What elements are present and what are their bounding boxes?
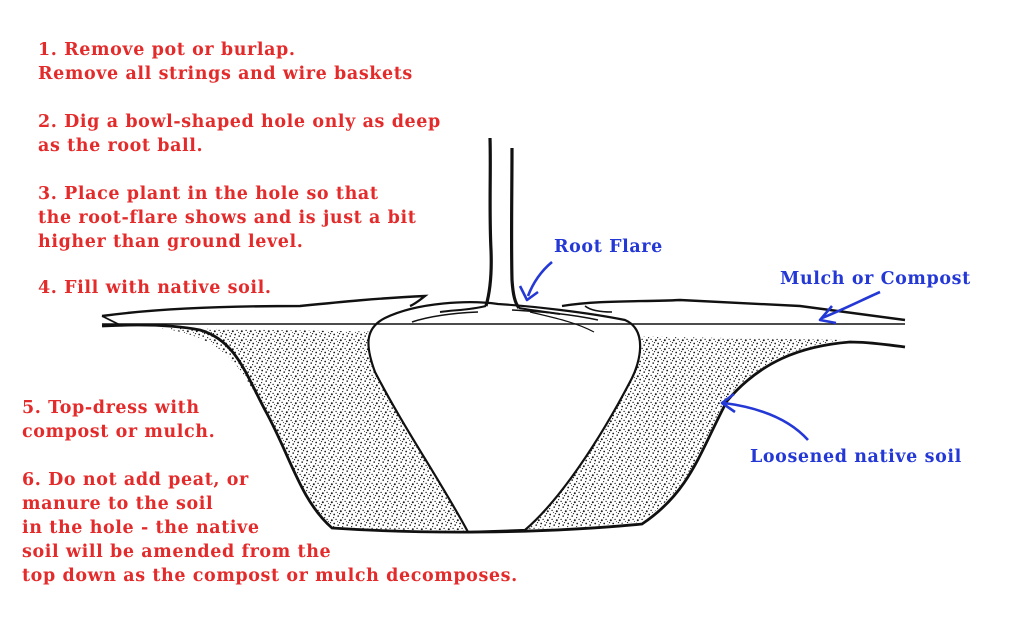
instruction-line: 3. Place plant in the hole so that (38, 184, 379, 204)
tree-trunk (439, 137, 561, 315)
instruction-line: in the hole - the native (22, 518, 260, 538)
mulch-label: Mulch or Compost (780, 269, 971, 289)
loosened-soil-label: Loosened native soil (750, 447, 962, 467)
arrow-icon (720, 392, 809, 441)
instruction-line: higher than ground level. (38, 232, 304, 252)
instruction-line: compost or mulch. (22, 422, 216, 442)
ground-and-mulch (101, 294, 906, 327)
instruction-line: Remove all strings and wire baskets (38, 64, 413, 84)
instruction-line: 1. Remove pot or burlap. (38, 40, 296, 60)
root-flare-label: Root Flare (554, 237, 663, 257)
instruction-step-4: 4. Fill with native soil. (38, 276, 272, 300)
instruction-line: 6. Do not add peat, or (22, 470, 249, 490)
arrow-icon (818, 290, 881, 325)
instruction-step-2: 2. Dig a bowl-shaped hole only as deep as… (38, 110, 441, 158)
instruction-line: manure to the soil (22, 494, 214, 514)
instruction-line: soil will be amended from the (22, 542, 332, 562)
instruction-step-6: 6. Do not add peat, or manure to the soil… (22, 468, 518, 588)
arrow-icon (518, 261, 553, 302)
instruction-line: the root-flare shows and is just a bit (38, 208, 417, 228)
instruction-line: top down as the compost or mulch decompo… (22, 566, 518, 586)
instruction-step-5: 5. Top-dress with compost or mulch. (22, 396, 215, 444)
instruction-step-1: 1. Remove pot or burlap. Remove all strin… (38, 38, 413, 86)
instruction-line: 5. Top-dress with (22, 398, 200, 418)
instruction-line: 2. Dig a bowl-shaped hole only as deep (38, 112, 441, 132)
hole-outline (101, 323, 906, 534)
instruction-step-3: 3. Place plant in the hole so that the ro… (38, 182, 416, 254)
instruction-line: as the root ball. (38, 136, 204, 156)
instruction-line: 4. Fill with native soil. (38, 278, 272, 298)
root-ball (367, 301, 642, 534)
